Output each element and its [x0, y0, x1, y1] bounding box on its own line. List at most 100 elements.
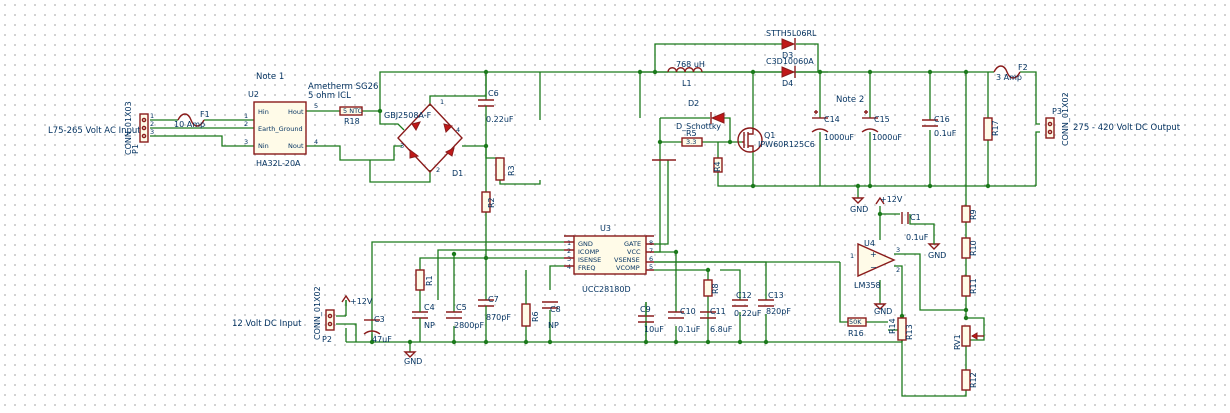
power-12v-right: +12V [875, 195, 903, 205]
svg-text:−: − [870, 263, 877, 272]
c5-value: 2800pF [454, 321, 484, 330]
c1-ref: C1 [910, 213, 921, 222]
c9-value: 10uF [644, 325, 664, 334]
capacitor-c15: C15 1000uF [861, 110, 902, 142]
potentiometer-rv1: RV1 [953, 325, 984, 350]
junctions [369, 69, 991, 345]
mosfet-q1: Q1 IPW60R125C6 [737, 127, 815, 153]
rv1-ref: RV1 [953, 334, 962, 350]
d3-ref: D3 [782, 51, 793, 60]
c4-ref: C4 [424, 303, 435, 312]
q1-value: IPW60R125C6 [758, 140, 815, 149]
svg-text:3: 3 [896, 246, 900, 254]
c10-value: 0.1uF [678, 325, 701, 334]
p3-value: CONN_01X02 [1061, 92, 1070, 146]
resistor-r2: R2 [481, 191, 496, 213]
r8-ref: R8 [711, 283, 720, 294]
bridge-ref: D1 [452, 169, 463, 178]
svg-text:3: 3 [400, 142, 404, 150]
svg-text:2: 2 [150, 120, 154, 128]
c16-value: 0.1uF [934, 129, 957, 138]
u2-pin-hin: Hin [258, 108, 269, 116]
u3-pin-freq: FREQ [578, 264, 595, 272]
r6-ref: R6 [531, 311, 540, 322]
bridge-rectifier-d1: GBJ2508A-F D1 3 4 1 2 [384, 98, 463, 178]
r9-ref: R9 [969, 209, 978, 220]
c15-value: 1000uF [872, 133, 902, 142]
ground-symbol-u4: GND [873, 303, 892, 316]
svg-text:8: 8 [649, 239, 653, 247]
c13-ref: C13 [768, 291, 784, 300]
r18-value: 5 NTC [343, 107, 363, 115]
icl-value-label: 5 ohm ICL [308, 91, 351, 101]
ground-symbol-top: GND [850, 197, 868, 214]
diode-d2: D2 D_Schottky [676, 99, 725, 131]
connector-p3: P3 CONN_01X02 [1045, 92, 1070, 146]
u2-ref: U2 [248, 90, 259, 99]
svg-text:2: 2 [896, 266, 900, 274]
svg-text:3: 3 [244, 138, 248, 146]
thermistor-r18: 5 NTC R18 [339, 106, 363, 126]
connector-p1: 1 2 3 P1 CONN_01X03 [124, 101, 154, 155]
c12-ref: C12 [736, 291, 752, 300]
r11-ref: R11 [969, 278, 978, 294]
r5-value: 3.3 [686, 138, 696, 146]
capacitor-c3: C3 47uF [363, 315, 392, 344]
svg-text:1: 1 [567, 239, 571, 247]
capacitor-c16: C16 0.1uF [922, 115, 957, 138]
f1-value: 10 Amp [174, 120, 205, 129]
svg-text:3: 3 [567, 255, 571, 263]
u3-pin-gate: GATE [624, 240, 641, 248]
svg-text:2: 2 [244, 120, 248, 128]
r16-ref: R16 [848, 329, 864, 338]
r10-ref: R10 [969, 240, 978, 256]
resistor-r12: R12 [961, 369, 978, 391]
r13-ref: R13 [905, 324, 914, 340]
resistor-r5: R5 3.3 [681, 129, 703, 147]
r16-value: 50K [849, 318, 862, 326]
c3-value: 47uF [372, 335, 392, 344]
note2-label: Note 2 [836, 95, 864, 105]
p1-value: CONN_01X03 [124, 101, 133, 155]
vcc-label-right: +12V [880, 195, 903, 204]
svg-text:5: 5 [649, 263, 653, 271]
capacitor-c8: C8 NP [542, 301, 561, 330]
u3-pin-vcomp: VCOMP [616, 264, 640, 272]
note1-label: Note 1 [256, 72, 284, 82]
p1-ref: P1 [131, 144, 140, 154]
svg-text:4: 4 [456, 126, 460, 134]
resistor-r10: R10 [961, 237, 978, 259]
u2-pin-hout: Hout [288, 108, 304, 116]
capacitor-c4: C4 NP [412, 300, 435, 342]
vcc-label-left: +12V [350, 297, 373, 306]
l1-ref: L1 [682, 79, 692, 88]
c11-ref: C11 [710, 307, 726, 316]
c16-ref: C16 [934, 115, 950, 124]
resistor-r11: R11 [961, 275, 978, 297]
u3-pin-vcc: VCC [627, 248, 641, 256]
capacitor-c11: C11 6.8uF [700, 307, 733, 334]
capacitor-c13: C13 820pF [758, 291, 791, 316]
resistor-r14: R14 [888, 317, 907, 341]
gnd-label-top: GND [850, 205, 868, 214]
capacitor-c5: C5 2800pF [446, 303, 484, 330]
u2-pin-nin: Nin [258, 142, 269, 150]
fuse-f2: F2 3 Amp [993, 63, 1028, 82]
ground-symbol-c1: GND [927, 232, 946, 260]
l1-value: 768 uH [676, 60, 705, 69]
c14-ref: C14 [824, 115, 840, 124]
resistor-r16: 50K R16 [847, 317, 867, 338]
c12-value: 0.22uF [734, 309, 762, 318]
resistor-r4: R4 [713, 157, 723, 173]
p3-ref: P3 [1052, 107, 1062, 116]
u4-value: LM358 [854, 281, 881, 290]
p2-value: CONN_01X02 [313, 286, 322, 340]
u3-value: UCC28180D [582, 285, 631, 294]
resistor-r8: R8 [703, 279, 720, 297]
c8-ref: C8 [550, 305, 561, 314]
diode-d4: C3D10060A D4 [766, 57, 814, 88]
power-12v-left: +12V [341, 294, 373, 306]
c5-ref: C5 [456, 303, 467, 312]
